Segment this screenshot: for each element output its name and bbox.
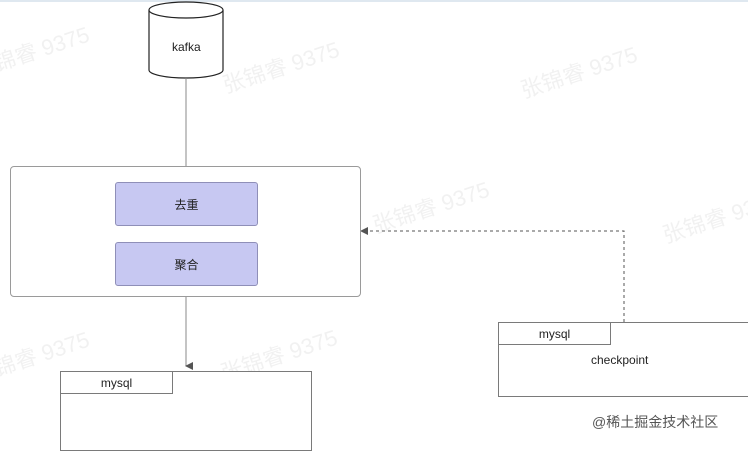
top-edge-rule xyxy=(0,0,748,2)
aggregate-step: 聚合 xyxy=(115,242,258,286)
mysql-sink-tab: mysql xyxy=(60,371,173,394)
mysql-sink-table xyxy=(60,371,312,451)
kafka-label: kafka xyxy=(172,40,201,54)
dedupe-step: 去重 xyxy=(115,182,258,226)
checkpoint-to-processor-dashed-arrow xyxy=(366,230,625,322)
checkpoint-table xyxy=(498,322,748,397)
site-watermark-text: @稀土掘金技术社区 xyxy=(592,414,719,430)
checkpoint-mysql-tab: mysql xyxy=(498,322,611,345)
kafka-cylinder xyxy=(148,1,224,79)
checkpoint-label: checkpoint xyxy=(591,353,649,367)
dashed-arrowhead xyxy=(360,227,368,235)
